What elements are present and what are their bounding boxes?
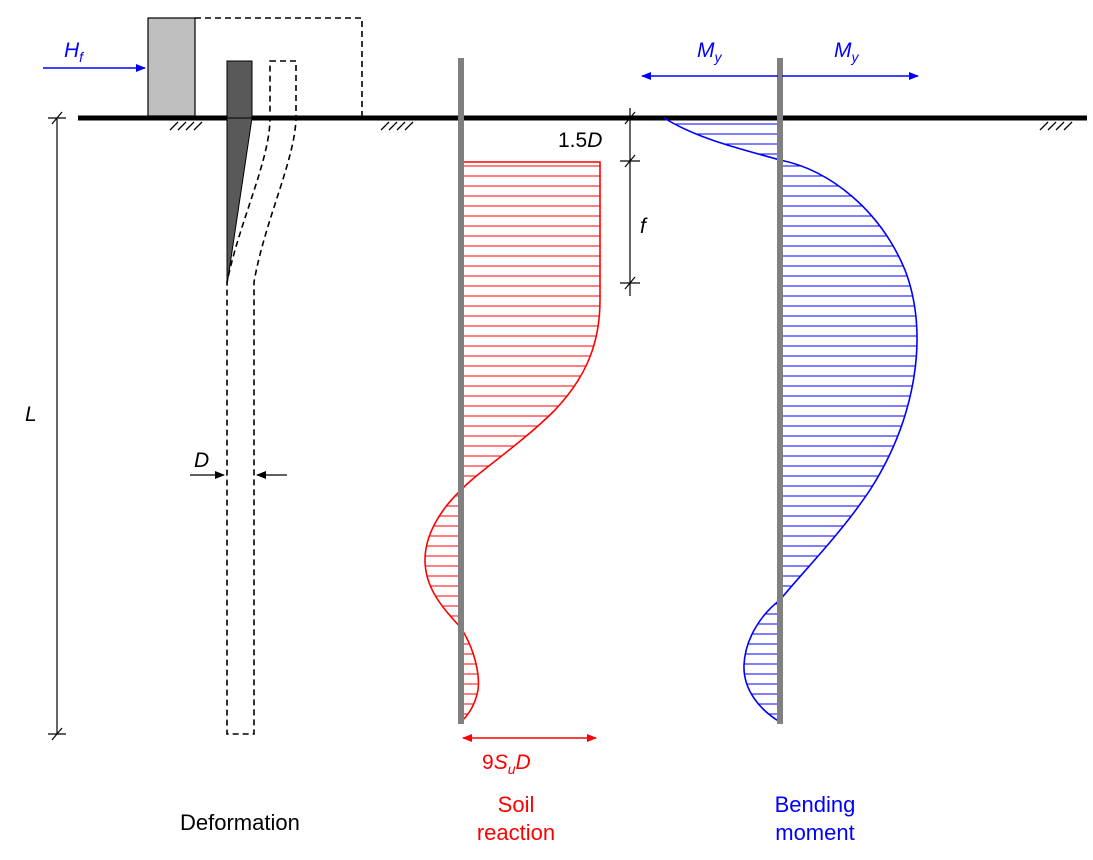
depth-tick-mid (620, 154, 640, 168)
soil-reaction-hatch (425, 165, 600, 715)
diameter-label: D (194, 449, 209, 472)
pile-rotation-wedge (226, 117, 253, 286)
depth-offset-label: 1.5D (558, 129, 602, 152)
pile-cap-deformed-outline (195, 17, 363, 116)
depth-tick-bottom (620, 276, 640, 290)
ground-hatch-1 (169, 121, 203, 131)
force-label: Hf (64, 39, 85, 65)
deformed-pile-outline (226, 60, 297, 735)
ground-hatch-2 (380, 121, 414, 131)
f-zone-label: f (640, 215, 648, 238)
ground-hatch-3 (1039, 121, 1073, 131)
caption-bending-moment-line2: moment (775, 820, 854, 845)
length-tick-bottom (48, 727, 66, 741)
length-tick-top (48, 111, 66, 125)
caption-soil-reaction-line2: reaction (477, 820, 555, 845)
bending-moment-hatch (664, 123, 918, 715)
caption-soil-reaction-line1: Soil (498, 792, 535, 817)
bending-moment-curve (663, 117, 918, 723)
caption-bending-moment-line1: Bending (775, 792, 856, 817)
pile-cap (147, 17, 196, 117)
depth-tick-top (623, 111, 637, 125)
moment-label-right: My (834, 39, 860, 65)
caption-deformation: Deformation (180, 810, 300, 835)
soil-reaction-value-label: 9SuD (482, 751, 531, 777)
moment-label-left: My (697, 39, 723, 65)
pile-head-upper (226, 60, 253, 119)
soil-reaction-curve (424, 161, 601, 723)
length-label: L (25, 403, 37, 426)
